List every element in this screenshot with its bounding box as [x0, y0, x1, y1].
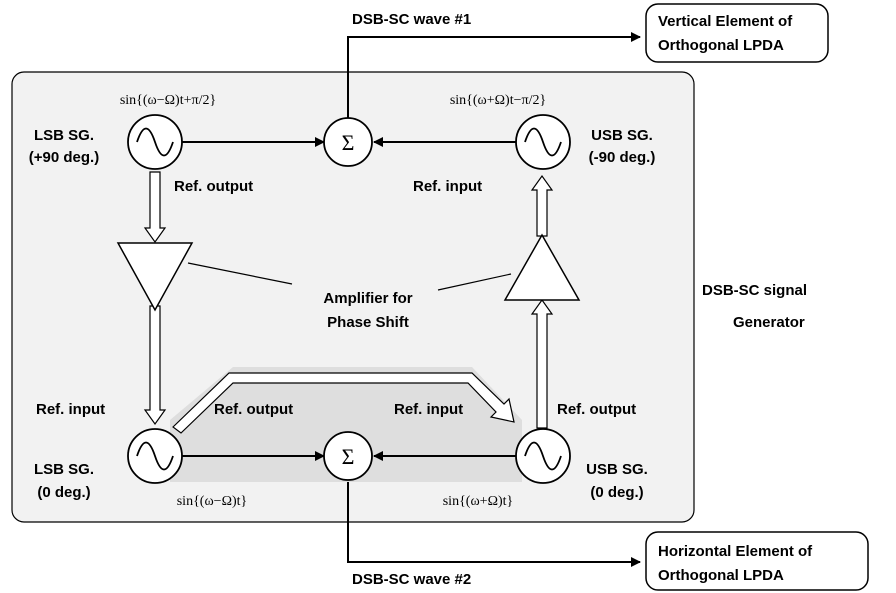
usb-bottom-name-line2: (0 deg.) — [590, 484, 643, 501]
lsb-bottom-formula: sin{(ω−Ω)t} — [177, 494, 248, 509]
lsb-bottom-name-line1: LSB SG. — [34, 461, 94, 478]
amp-callout-right — [437, 273, 512, 291]
lsb-bottom-generator — [127, 428, 183, 484]
vertical-element-label-line2: Orthogonal LPDA — [658, 37, 784, 54]
summer-top-symbol: Σ — [342, 130, 355, 155]
usb-bottom-formula: sin{(ω+Ω)t} — [443, 494, 514, 509]
sine-icon — [524, 441, 562, 471]
ref-arrow-lsb-top-to-amp — [143, 171, 167, 244]
usb-bottom-output-label: Ref. output — [557, 401, 636, 418]
usb-bottom-generator — [515, 428, 571, 484]
amplifier-label-line2: Phase Shift — [327, 314, 409, 331]
ref-arrow-lsb-bottom-to-usb-bottom — [172, 372, 515, 434]
summer-top: Σ — [323, 117, 373, 167]
lsb-bottom-name-line2: (0 deg.) — [37, 484, 90, 501]
usb-bottom-input-label: Ref. input — [394, 401, 463, 418]
usb-bottom-name-line1: USB SG. — [586, 461, 648, 478]
lsb-top-generator — [127, 114, 183, 170]
wave1-wire — [347, 32, 641, 120]
usb-top-name-line2: (-90 deg.) — [589, 149, 656, 166]
lsb-top-formula: sin{(ω−Ω)t+π/2} — [120, 93, 216, 108]
horizontal-element-label-line2: Orthogonal LPDA — [658, 567, 784, 584]
amplifier-right — [503, 233, 581, 301]
ref-arrow-amp-to-lsb-bottom — [143, 305, 167, 426]
generator-label-line2: Generator — [733, 314, 805, 331]
sine-icon — [136, 127, 174, 157]
lsb-top-name-line1: LSB SG. — [34, 127, 94, 144]
lsb-bottom-output-label: Ref. output — [214, 401, 293, 418]
amplifier-label-line1: Amplifier for — [323, 290, 412, 307]
amp-callout-left — [187, 262, 293, 285]
usb-top-port-label: Ref. input — [413, 178, 482, 195]
summer-bottom-symbol: Σ — [342, 444, 355, 469]
lsb-top-name-line2: (+90 deg.) — [29, 149, 99, 166]
ref-arrow-usb-bottom-to-amp — [530, 298, 554, 429]
sine-icon — [524, 127, 562, 157]
usb-top-generator — [515, 114, 571, 170]
vertical-element-label-line1: Vertical Element of — [658, 13, 793, 30]
usb-top-formula: sin{(ω+Ω)t−π/2} — [450, 93, 546, 108]
sine-icon — [136, 441, 174, 471]
wave2-wire — [347, 482, 641, 567]
wave2-label: DSB-SC wave #2 — [352, 571, 471, 588]
generator-label-line1: DSB-SC signal — [702, 282, 807, 299]
horizontal-element-box — [645, 531, 869, 591]
usb-top-name-line1: USB SG. — [591, 127, 653, 144]
ref-arrow-amp-to-usb-top — [530, 174, 554, 237]
summer-bottom: Σ — [323, 431, 373, 481]
amplifier-left — [116, 242, 194, 312]
lsb-top-port-label: Ref. output — [174, 178, 253, 195]
inner-shaded-region — [170, 367, 522, 482]
vertical-element-box — [645, 3, 829, 63]
horizontal-element-label-line1: Horizontal Element of — [658, 543, 813, 560]
lsb-bottom-input-label: Ref. input — [36, 401, 105, 418]
wave1-label: DSB-SC wave #1 — [352, 11, 471, 28]
